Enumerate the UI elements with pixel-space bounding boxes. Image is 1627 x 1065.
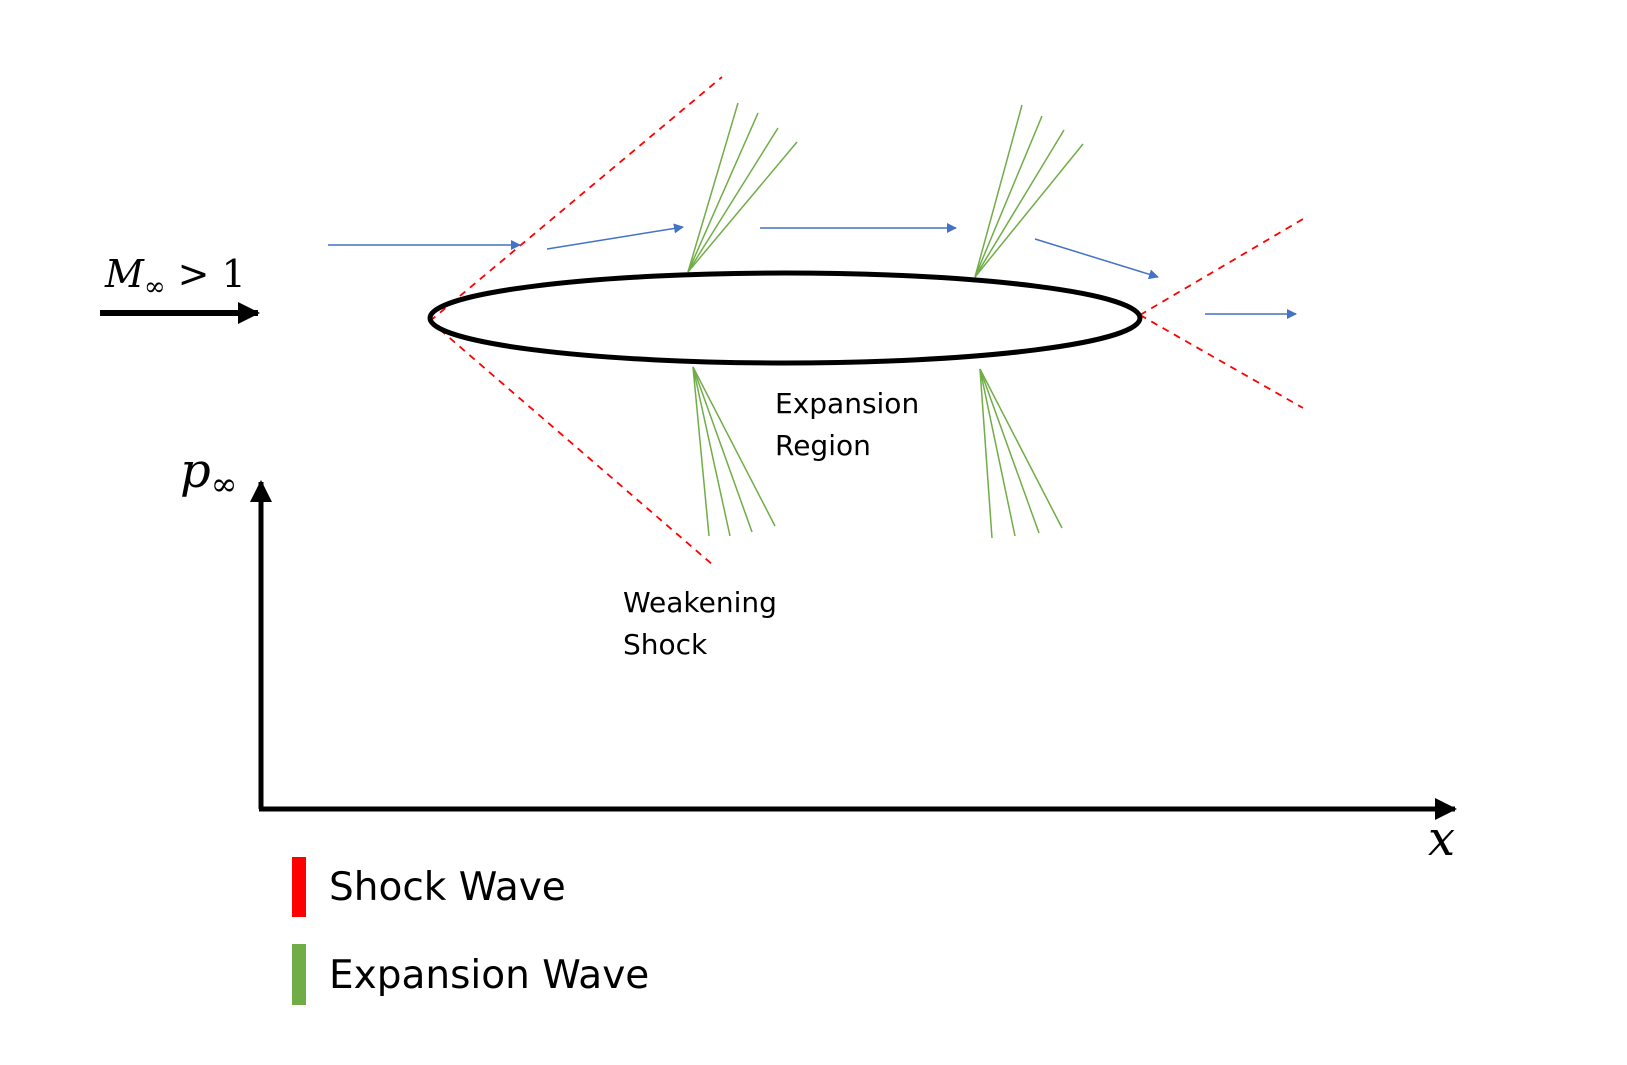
legend: Shock Wave Expansion Wave: [292, 857, 649, 1005]
legend-swatch-expansion: [292, 944, 306, 1005]
airfoil-body: [427, 270, 1143, 366]
lower-rear-expansion-fan: [979, 368, 1063, 539]
expansion-waves: [687, 102, 1084, 539]
upper-rear-expansion-fan: [974, 104, 1084, 278]
trailing-edge-upper-shock: [1139, 218, 1304, 316]
mach-relation: > 1: [166, 252, 246, 296]
y-axis-label: p∞: [180, 443, 237, 503]
mach-symbol: M: [104, 252, 145, 296]
upper-front-expansion-fan: [687, 102, 798, 273]
lower-front-expansion-fan: [692, 366, 776, 537]
flow-arrow-expanded: [1034, 238, 1159, 280]
freestream-mach-label: M∞ > 1: [104, 252, 246, 302]
flow-arrows: [328, 223, 1297, 319]
legend-label-expansion: Expansion Wave: [329, 953, 649, 998]
trailing-edge-lower-shock: [1139, 314, 1304, 409]
weakening-shock-label: Weakening Shock: [623, 586, 786, 661]
leading-edge-upper-shock: [429, 76, 723, 322]
leading-edge-lower-shock: [429, 320, 714, 566]
shock-waves: [429, 76, 1304, 566]
expansion-region-label: Expansion Region: [775, 387, 928, 462]
mach-subscript: ∞: [144, 272, 166, 302]
flow-arrow-compressed: [546, 223, 684, 250]
legend-label-shock: Shock Wave: [329, 865, 566, 910]
legend-swatch-shock: [292, 857, 306, 917]
x-axis-label: x: [1428, 811, 1455, 867]
